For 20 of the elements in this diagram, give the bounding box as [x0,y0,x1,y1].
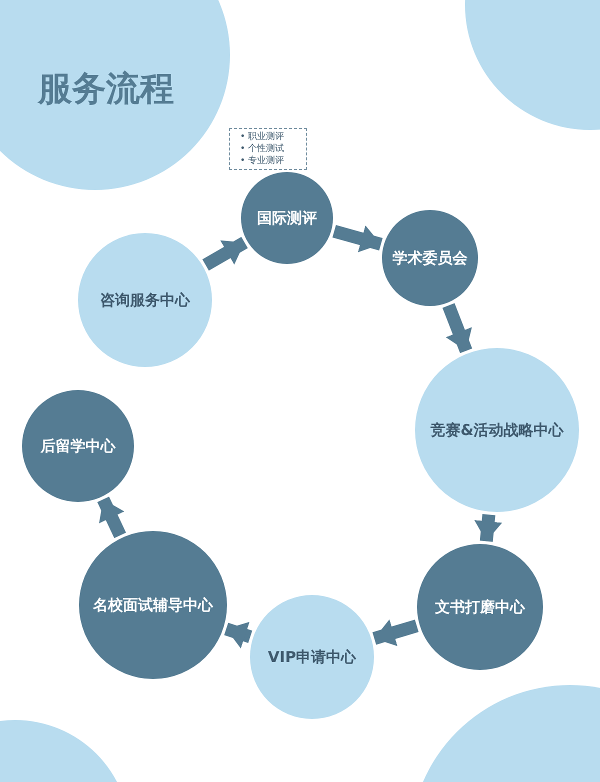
title: 服务流程 [38,68,174,111]
process-circle: VIP申请中心 [250,595,374,719]
process-circle: 国际测评 [241,172,333,264]
arrow [474,514,502,542]
arrow [224,622,252,648]
process-circle: 学术委员会 [382,210,478,306]
process-circle: 名校面试辅导中心 [79,531,227,679]
list-item: • 专业测评 [240,155,286,167]
list-item: • 职业测评 [240,131,286,143]
note-box [229,128,307,170]
arrow [332,224,383,252]
arrow [202,236,248,271]
process-circle: 咨询服务中心 [78,233,212,367]
process-circle: 文书打磨中心 [417,544,543,670]
arrow [442,303,472,354]
arrow [97,496,126,538]
process-circle: 后留学中心 [22,390,134,502]
arrow [372,619,419,646]
list-item: • 个性测试 [240,143,286,155]
process-circle: 竞赛&活动战略中心 [415,348,579,512]
